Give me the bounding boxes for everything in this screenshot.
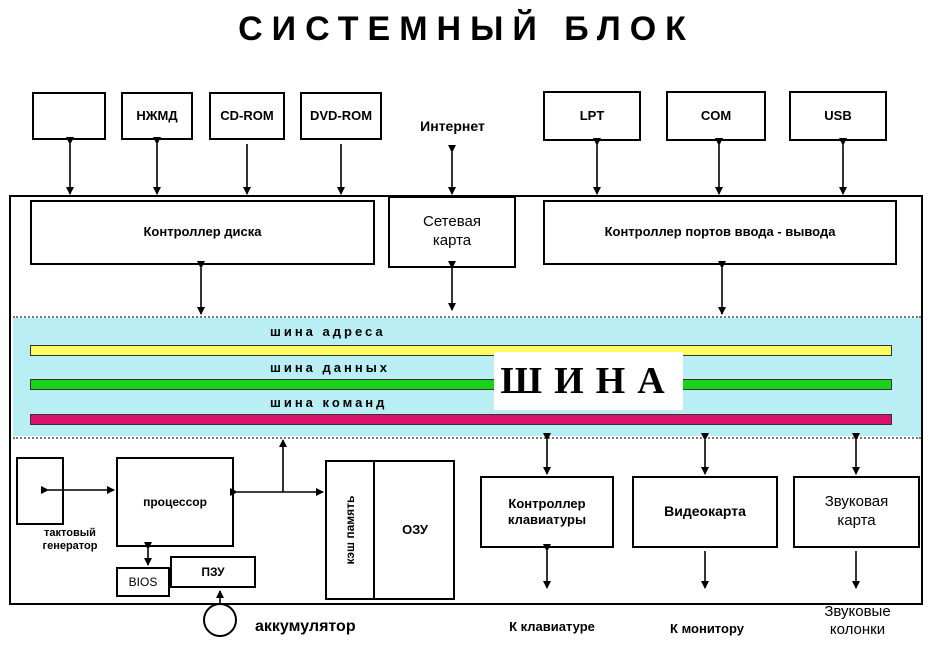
address-bus-line bbox=[30, 345, 892, 356]
cdrom-box: CD-ROM bbox=[209, 92, 285, 140]
processor-box: процессор bbox=[116, 457, 234, 547]
rom-box: ПЗУ bbox=[170, 556, 256, 588]
bus-main-label: ШИНА bbox=[494, 352, 683, 410]
usb-box: USB bbox=[789, 91, 887, 141]
data-bus-line bbox=[30, 379, 892, 390]
speakers-label: Звуковые колонки bbox=[824, 603, 891, 638]
battery-icon bbox=[203, 603, 237, 637]
data-bus-label: шина данных bbox=[270, 360, 391, 375]
sound-card-box: Звуковая карта bbox=[793, 476, 920, 548]
lpt-box: LPT bbox=[543, 91, 641, 141]
bus-top-dotted-line bbox=[13, 316, 921, 318]
battery-label: аккумулятор bbox=[255, 618, 356, 635]
bus-bottom-dotted-line bbox=[13, 437, 921, 439]
to-monitor-label: К монитору bbox=[670, 621, 744, 636]
command-bus-line bbox=[30, 414, 892, 425]
command-bus-label: шина команд bbox=[270, 395, 388, 410]
disk-controller-box: Контроллер диска bbox=[30, 200, 375, 265]
clock-generator-label: тактовый генератор bbox=[42, 527, 98, 553]
diagram-title: СИСТЕМНЫЙ БЛОК bbox=[238, 10, 695, 48]
to-keyboard-label: К клавиатуре bbox=[509, 619, 595, 634]
cache-memory-box: кэш память bbox=[325, 460, 375, 600]
com-box: COM bbox=[666, 91, 766, 141]
address-bus-label: шина адреса bbox=[270, 324, 386, 339]
empty-device-box bbox=[32, 92, 106, 140]
bios-box: BIOS bbox=[116, 567, 170, 597]
keyboard-controller-box: Контроллер клавиатуры bbox=[480, 476, 614, 548]
dvdrom-box: DVD-ROM bbox=[300, 92, 382, 140]
internet-label: Интернет bbox=[420, 118, 485, 134]
video-card-box: Видеокарта bbox=[632, 476, 778, 548]
